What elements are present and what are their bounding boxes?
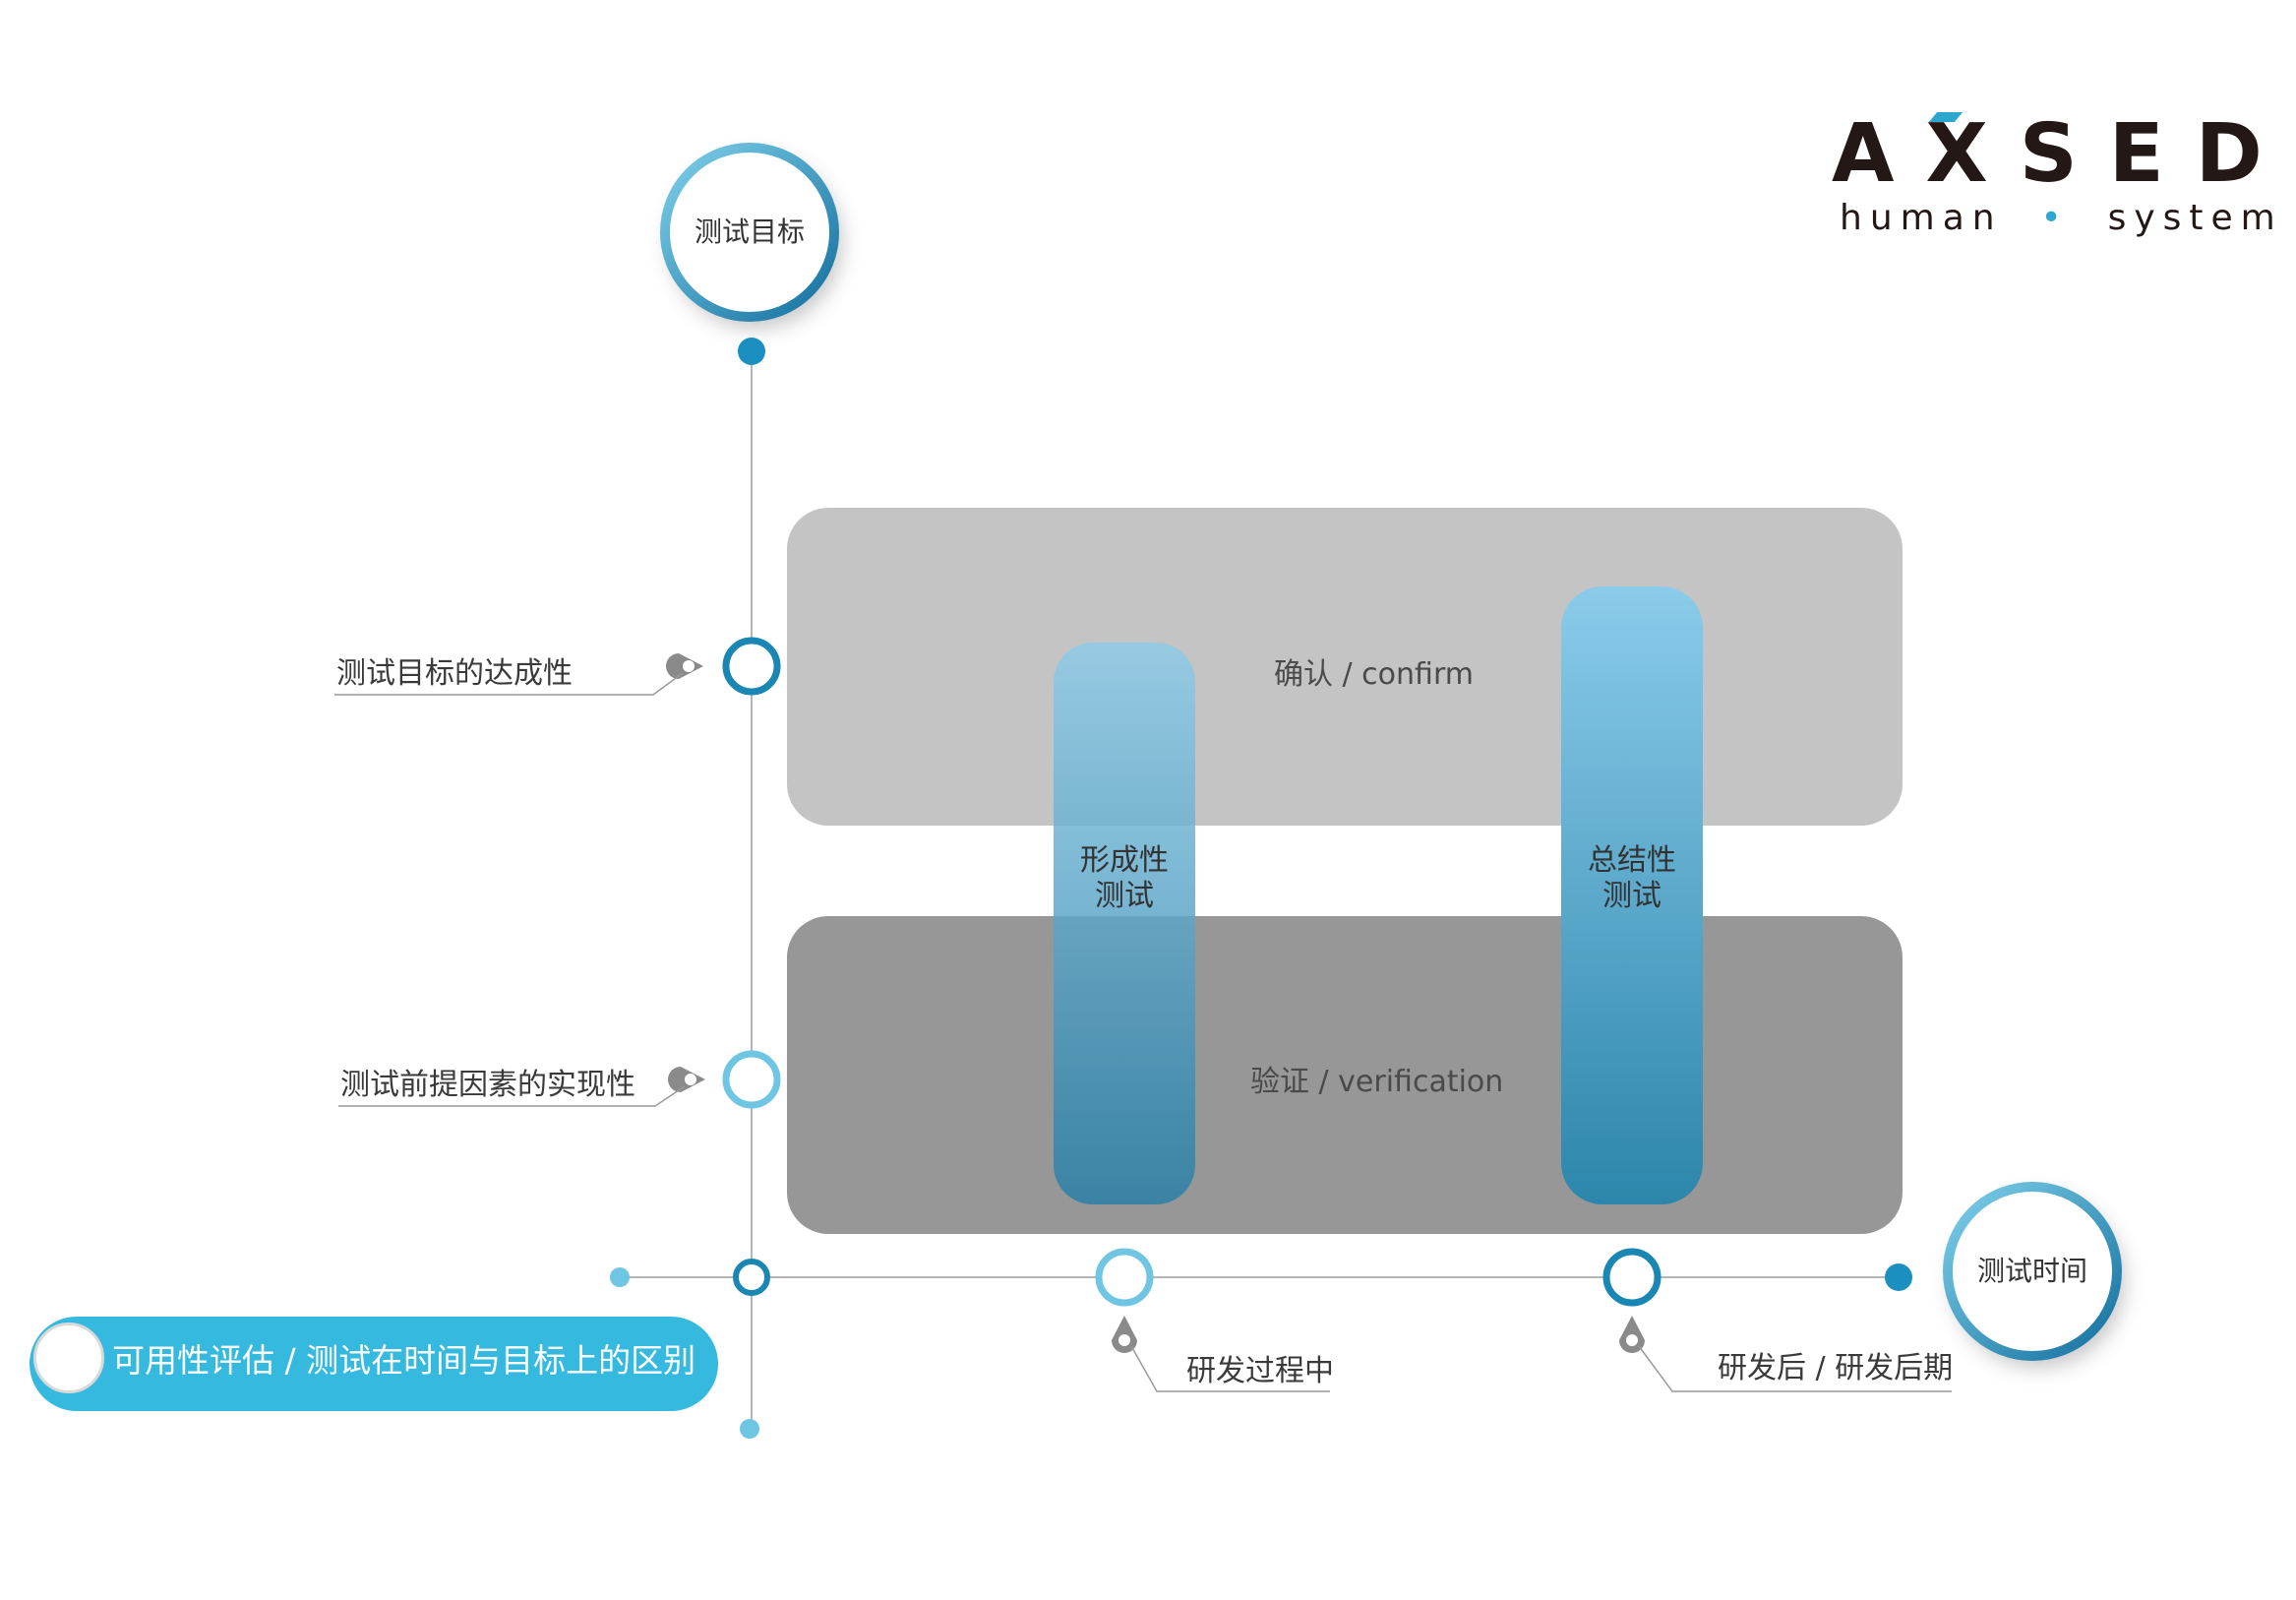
- x-marker-ring-during: [1095, 1248, 1154, 1307]
- leader-line-goal: [334, 672, 684, 696]
- y-marker-label-premise: 测试前提因素的实现性: [340, 1068, 635, 1102]
- caption-circle-icon: [33, 1323, 104, 1393]
- bar-formative-line1: 形成性: [1080, 843, 1169, 878]
- logo-tagline-right: system: [2107, 198, 2283, 238]
- bar-summative-line1: 总结性: [1588, 843, 1676, 878]
- logo-tagline: human • system: [1840, 201, 2283, 236]
- bar-summative-label: 总结性 测试: [1563, 843, 1701, 914]
- logo-tagline-left: human: [1840, 198, 2003, 238]
- bar-formative: [1054, 643, 1195, 1204]
- logo-letter-a: A: [1832, 107, 1926, 201]
- leader-line-premise: [338, 1085, 686, 1107]
- x-axis-end-dot: [1885, 1263, 1912, 1291]
- caption-text: 可用性评估 / 测试在时间与目标上的区别: [112, 1341, 696, 1380]
- logo-letter-x-text: X: [1925, 107, 2020, 201]
- bar-formative-line2: 测试: [1095, 879, 1154, 913]
- origin-ring: [733, 1259, 770, 1296]
- band-confirm-label: 确认 / confirm: [1274, 657, 1474, 692]
- y-axis-title: 测试目标: [694, 215, 805, 248]
- logo-letter-x: X: [1925, 112, 2019, 195]
- x-marker-label-after: 研发后 / 研发后期: [1718, 1351, 1954, 1385]
- bar-formative-label: 形成性 测试: [1056, 843, 1193, 914]
- y-marker-label-goal: 测试目标的达成性: [336, 656, 573, 691]
- logo-letters-rest: SED: [2019, 107, 2294, 201]
- bar-summative-line2: 测试: [1602, 879, 1662, 913]
- bar-summative: [1561, 586, 1703, 1204]
- pin-icon: [1619, 1316, 1645, 1353]
- leader-line-after: [1638, 1345, 1952, 1392]
- pin-icon: [668, 1067, 705, 1092]
- x-axis-start-dot: [610, 1267, 630, 1287]
- y-axis-title-circle: [660, 143, 839, 322]
- leader-line-during: [1130, 1345, 1330, 1392]
- y-axis-bottom-dot: [740, 1419, 759, 1439]
- pin-icon: [1112, 1316, 1137, 1353]
- band-verification-label: 验证 / verification: [1250, 1065, 1504, 1099]
- y-axis-top-dot: [738, 338, 765, 365]
- y-marker-ring-premise: [722, 1050, 781, 1109]
- y-marker-ring-goal: [722, 637, 781, 696]
- logo-bullet-icon: •: [2040, 198, 2070, 238]
- x-marker-ring-after: [1602, 1248, 1662, 1307]
- x-marker-label-during: 研发过程中: [1186, 1354, 1334, 1388]
- caption-pill: [30, 1317, 718, 1411]
- x-axis-title: 测试时间: [1976, 1255, 2087, 1287]
- x-axis-title-circle: [1943, 1182, 2122, 1361]
- pin-icon: [666, 653, 703, 679]
